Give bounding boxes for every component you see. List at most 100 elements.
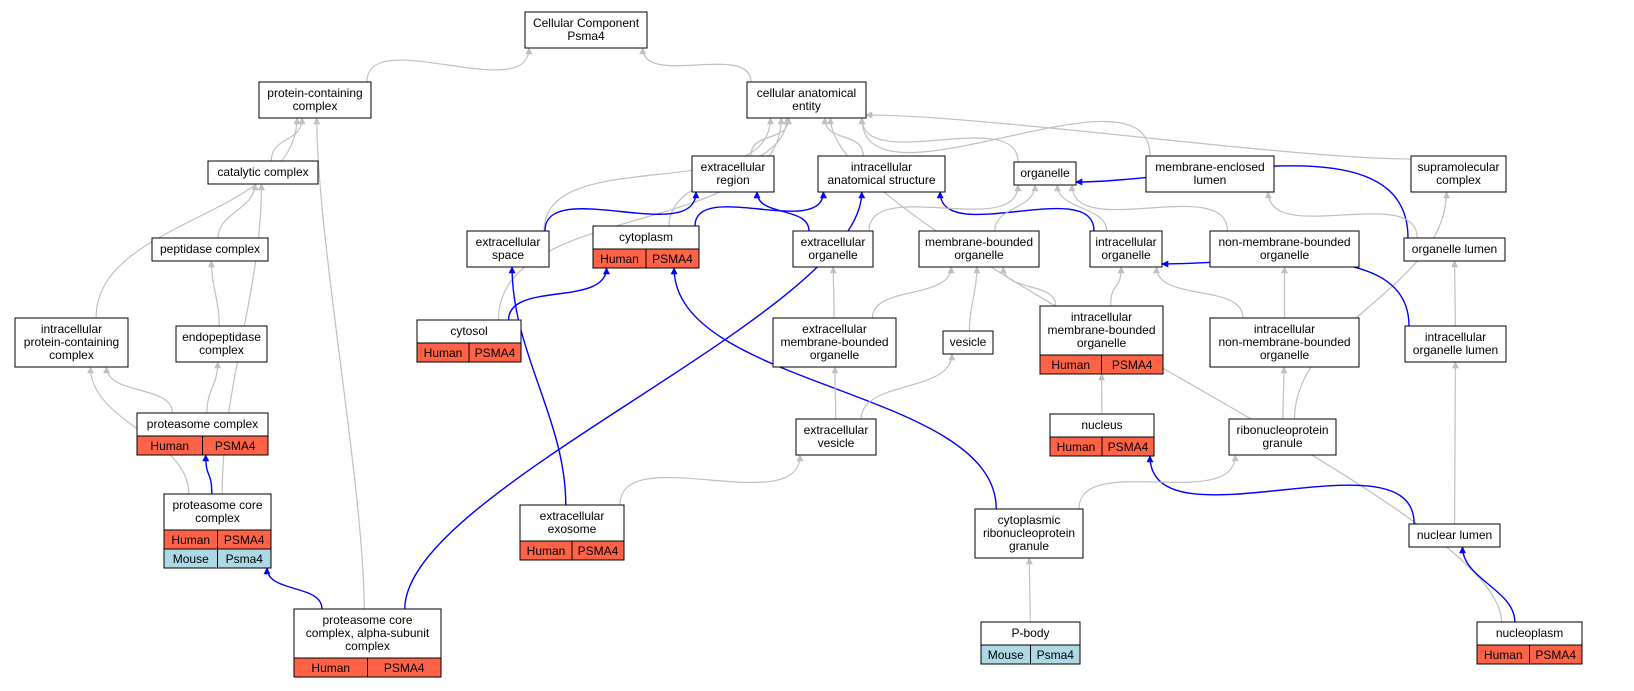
node-box xyxy=(466,230,550,268)
node-box xyxy=(1228,418,1337,456)
node-peptidase-complex[interactable]: peptidase complex xyxy=(151,237,269,262)
gene-label: PSMA4 xyxy=(224,533,265,547)
node-label: proteasome core xyxy=(172,498,262,512)
node-label: lumen xyxy=(1194,173,1227,187)
node-vesicle[interactable]: vesicle xyxy=(942,330,994,355)
node-label: extracellular xyxy=(804,423,869,437)
node-label: intracellular xyxy=(1071,310,1132,324)
edge-extracellular-organelle-to-organelle xyxy=(868,184,1022,232)
node-label: organelle xyxy=(1101,248,1151,262)
node-label: space xyxy=(492,248,524,262)
node-label: organelle lumen xyxy=(1413,343,1498,357)
node-box xyxy=(519,504,625,542)
node-box xyxy=(1089,230,1163,268)
node-organelle-lumen[interactable]: organelle lumen xyxy=(1403,237,1506,262)
edge-intracellular-protein-containing-complex-to-protein-containing-complex xyxy=(95,117,301,319)
node-label: extracellular xyxy=(476,235,541,249)
node-intracellular-non-membrane-bounded-organelle[interactable]: intracellularnon-membrane-boundedorganel… xyxy=(1209,317,1360,368)
gene-label: PSMA4 xyxy=(578,544,619,558)
node-label: complex xyxy=(293,99,338,113)
edge-extracellular-space-to-cellular-anatomical-entity xyxy=(543,117,774,232)
edge-intracellular-organelle-lumen-to-intracellular-organelle xyxy=(1161,259,1410,327)
node-label: P-body xyxy=(1011,626,1049,640)
node-label: protein-containing xyxy=(267,86,362,100)
gene-label: Psma4 xyxy=(226,552,264,566)
edge-intracellular-membrane-bounded-organelle-to-membrane-bounded-organelle xyxy=(999,266,1057,307)
node-organelle[interactable]: organelle xyxy=(1013,161,1077,186)
node-label: organelle lumen xyxy=(1412,242,1497,256)
edge-intracellular-non-membrane-bounded-organelle-to-intracellular-organelle xyxy=(1153,266,1244,319)
node-box xyxy=(918,230,1040,268)
edge-proteasome-core-alpha-to-protein-containing-complex xyxy=(313,117,365,610)
node-label: intracellular xyxy=(1425,330,1486,344)
species-label: Human xyxy=(527,544,566,558)
node-label: complex xyxy=(345,639,390,653)
gene-label: PSMA4 xyxy=(652,252,693,266)
gene-label: Psma4 xyxy=(1037,648,1075,662)
node-label: complex xyxy=(49,348,94,362)
edge-nuclear-lumen-to-nucleus xyxy=(1146,455,1415,525)
edge-intracellular-organelle-to-intracellular-anatomical-structure xyxy=(936,191,1095,232)
node-label: Cellular Component xyxy=(533,16,640,30)
annotation-cell xyxy=(645,248,700,269)
edge-extracellular-space-to-extracellular-region xyxy=(544,191,700,232)
node-label: non-membrane-bounded xyxy=(1218,235,1350,249)
gene-label: PSMA4 xyxy=(384,661,425,675)
gene-label: PSMA4 xyxy=(1535,648,1576,662)
node-box xyxy=(691,155,775,193)
node-label: intracellular xyxy=(1254,322,1315,336)
node-catalytic-complex[interactable]: catalytic complex xyxy=(207,160,319,185)
node-label: proteasome core xyxy=(322,613,412,627)
node-label: granule xyxy=(1262,436,1302,450)
edge-extracellular-vesicle-to-vesicle xyxy=(860,353,956,420)
node-label: ribonucleoprotein xyxy=(1236,423,1328,437)
edge-proteasome-core-complex-to-proteasome-complex xyxy=(202,454,213,495)
node-label: extracellular xyxy=(540,509,605,523)
node-label: proteasome complex xyxy=(147,417,258,431)
edge-peptidase-complex-to-catalytic-complex xyxy=(217,183,259,239)
node-label: endopeptidase xyxy=(182,330,261,344)
node-label: intracellular xyxy=(41,322,102,336)
node-label: ribonucleoprotein xyxy=(983,526,1075,540)
node-box xyxy=(293,608,442,659)
node-box xyxy=(1039,305,1164,356)
edge-proteasome-core-alpha-to-proteasome-core-complex xyxy=(263,567,323,610)
edge-nuclear-lumen-to-intracellular-organelle-lumen xyxy=(1451,361,1459,525)
node-label: granule xyxy=(1009,539,1049,553)
edge-intracellular-organelle-to-organelle xyxy=(1053,184,1108,232)
node-label: organelle xyxy=(1020,166,1070,180)
node-nuclear-lumen[interactable]: nuclear lumen xyxy=(1408,523,1501,548)
node-label: extracellular xyxy=(701,160,766,174)
node-label: anatomical structure xyxy=(827,173,935,187)
node-intracellular-membrane-bounded-organelle[interactable]: intracellularmembrane-boundedorganelleHu… xyxy=(1039,305,1164,375)
gene-label: PSMA4 xyxy=(1108,440,1149,454)
